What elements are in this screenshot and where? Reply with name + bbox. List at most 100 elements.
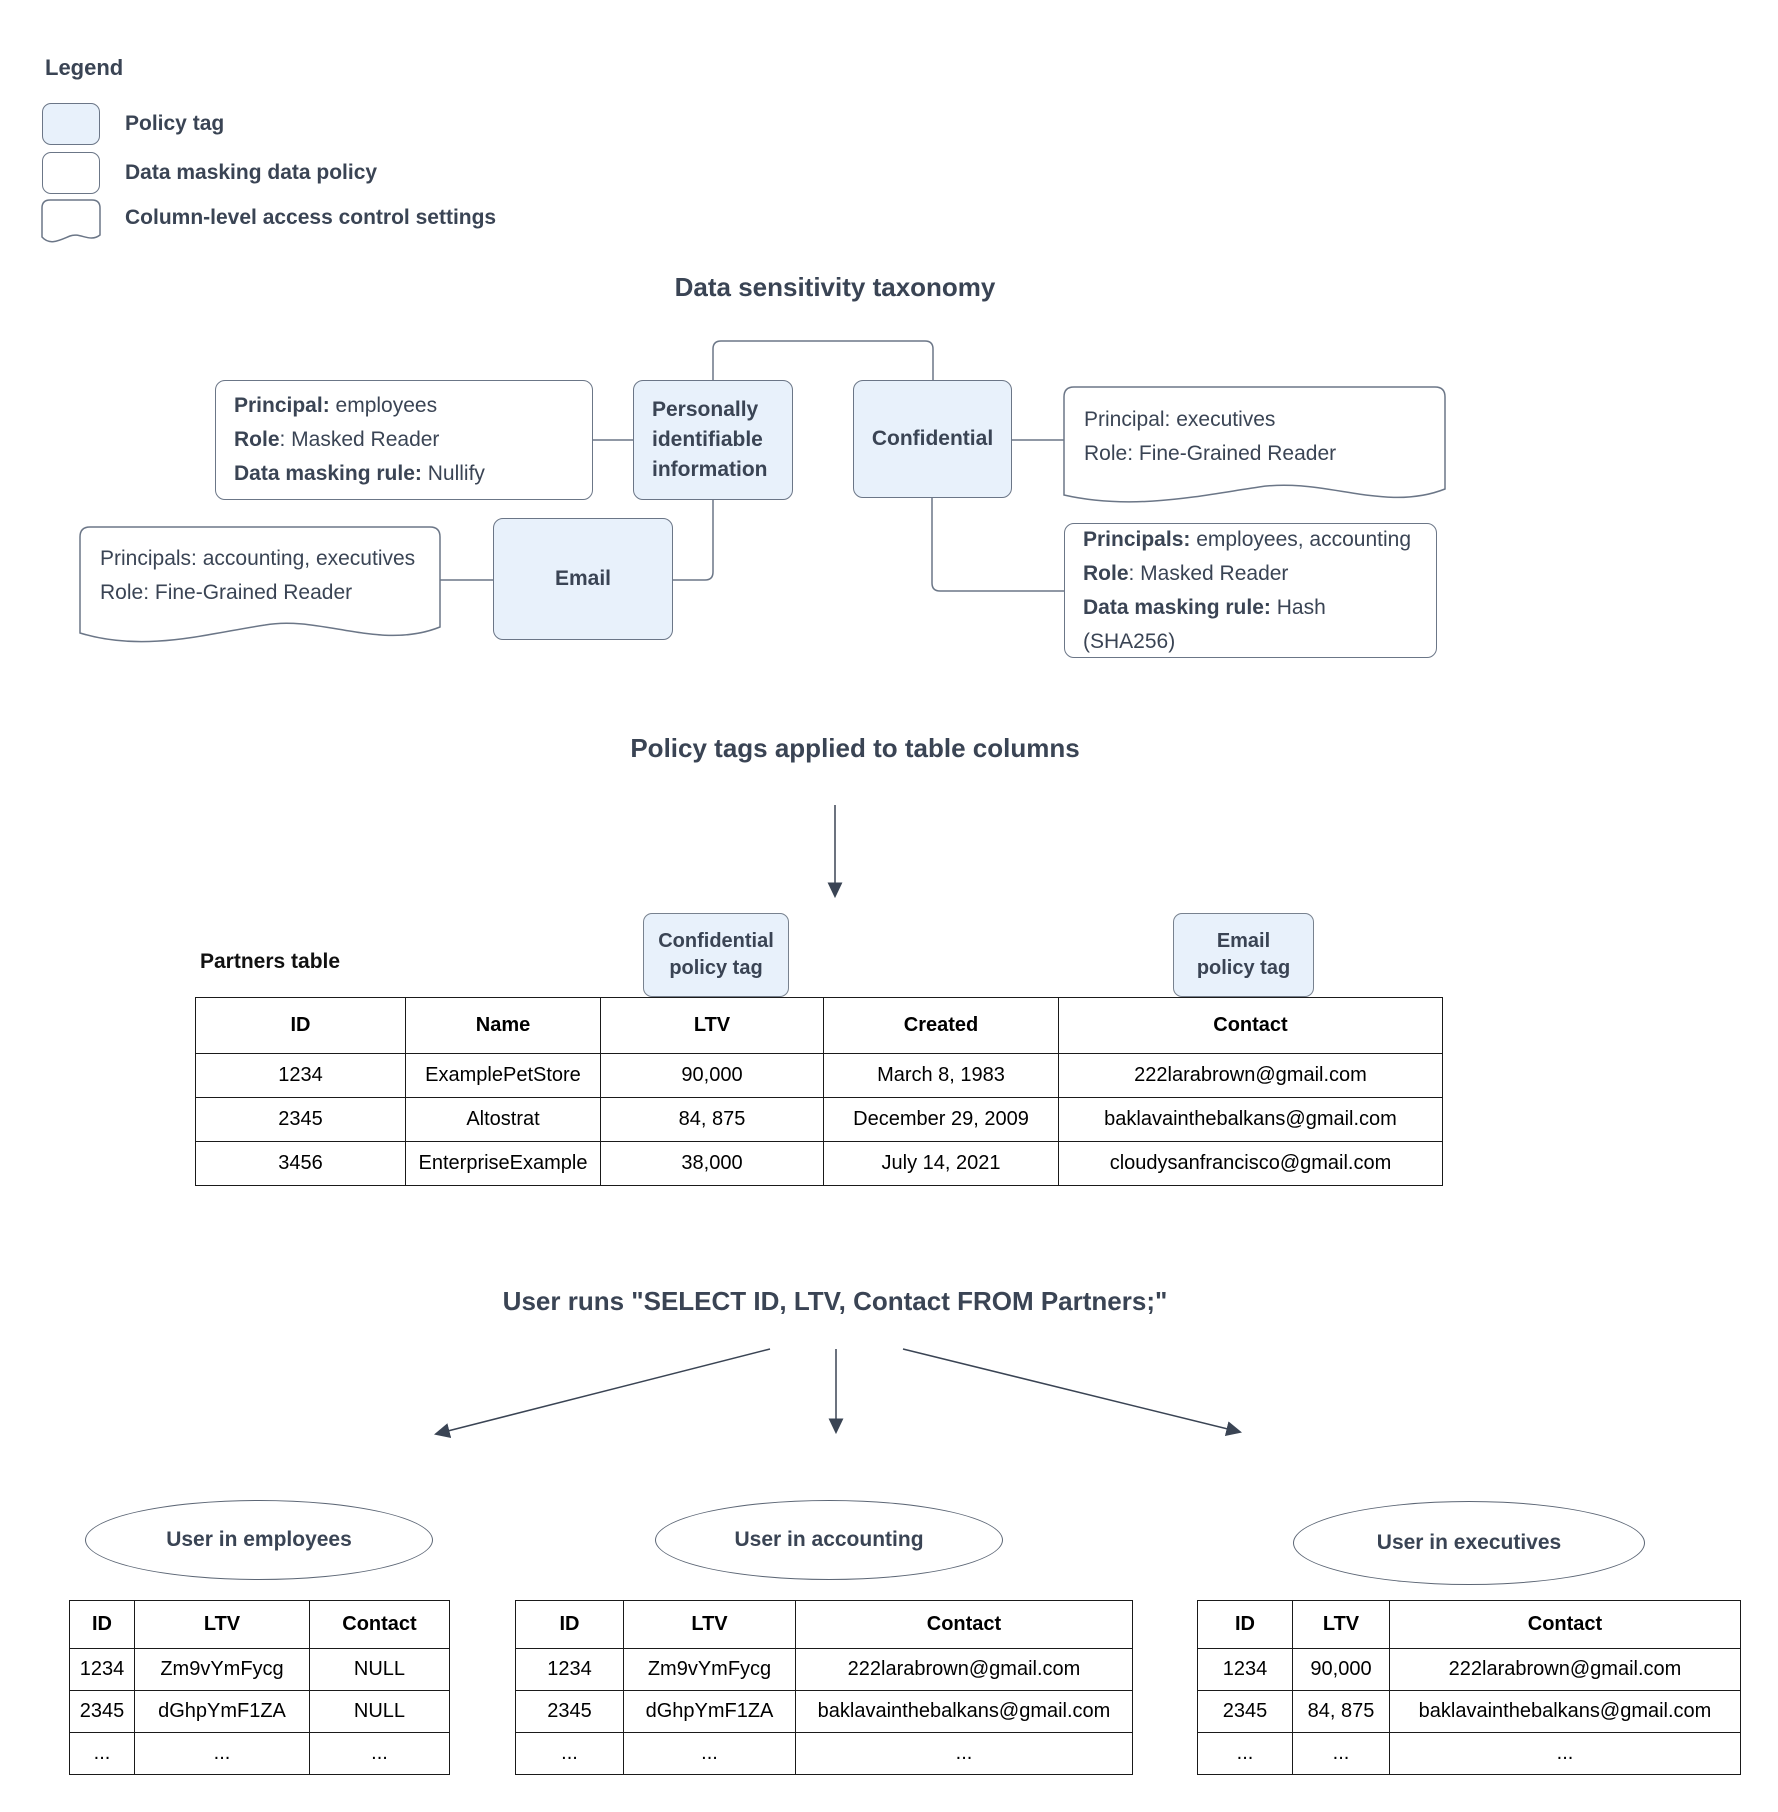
table-row: 1234 ExamplePetStore 90,000 March 8, 198… (195, 1053, 1443, 1098)
taxonomy-title: Data sensitivity taxonomy (674, 272, 996, 302)
table-cell: 1234 (515, 1648, 624, 1691)
policy-tag-swatch (42, 103, 100, 145)
tag-line: policy tag (1196, 957, 1291, 979)
table-row: ... ... ... (515, 1732, 1133, 1775)
table-cell: NULL (309, 1648, 450, 1691)
annotation-label: Principal: (234, 394, 330, 417)
user-employees-oval: User in employees (85, 1500, 433, 1580)
table-cell: 2345 (515, 1690, 624, 1733)
tree-bracket-connector (712, 340, 934, 380)
table-cell: 1234 (1197, 1648, 1293, 1691)
column-header: LTV (1292, 1600, 1390, 1649)
pii-policy-annotation: Principal: employees Role: Masked Reader… (215, 380, 593, 500)
annotation-line: Principals: employees, accounting (1083, 523, 1418, 557)
table-cell: ... (795, 1732, 1133, 1775)
table-cell: ... (69, 1732, 135, 1775)
accounting-result-table: ID LTV Contact 1234 Zm9vYmFycg 222larabr… (515, 1600, 1133, 1775)
tag-line: Email (1216, 930, 1271, 952)
email-pii-connector (673, 500, 714, 581)
annotation-line: Role: Masked Reader (1083, 557, 1418, 591)
annotation-label: Principals: (100, 547, 197, 570)
legend-item-access-control: Column-level access control settings (125, 206, 497, 229)
annotation-line: Principal: employees (234, 389, 574, 423)
table-cell: 222larabrown@gmail.com (1389, 1648, 1741, 1691)
table-cell: March 8, 1983 (823, 1053, 1059, 1098)
annotation-label: Principal: (1084, 408, 1171, 431)
query-title: User runs "SELECT ID, LTV, Contact FROM … (502, 1286, 1168, 1316)
table-cell: ... (515, 1732, 624, 1775)
annotation-label: Data masking rule: (1083, 595, 1271, 619)
annotation-line: Principal: executives (1084, 403, 1425, 437)
table-header-row: ID LTV Contact (515, 1600, 1133, 1649)
column-header: ID (1197, 1600, 1293, 1649)
table-cell: ExamplePetStore (405, 1053, 601, 1098)
table-row: 2345 dGhpYmF1ZA baklavainthebalkans@gmai… (515, 1690, 1133, 1733)
table-row: 3456 EnterpriseExample 38,000 July 14, 2… (195, 1141, 1443, 1186)
table-cell: 90,000 (1292, 1648, 1390, 1691)
document-shape (1063, 386, 1446, 503)
email-access-annotation: Principals: accounting, executives Role:… (79, 525, 441, 655)
table-cell: ... (1292, 1732, 1390, 1775)
annotation-value: Nullify (421, 462, 485, 485)
annotation-label: Data masking rule: (234, 462, 422, 485)
table-cell: ... (309, 1732, 450, 1775)
table-cell: Altostrat (405, 1097, 601, 1142)
annotation-label: Role (1083, 561, 1129, 585)
query-arrow-right (902, 1348, 1243, 1437)
table-row: 2345 dGhpYmF1ZA NULL (69, 1690, 450, 1733)
table-cell: 1234 (195, 1053, 406, 1098)
column-header: ID (515, 1600, 624, 1649)
table-cell: dGhpYmF1ZA (134, 1690, 310, 1733)
document-shape (41, 199, 101, 243)
table-cell: 84, 875 (600, 1097, 824, 1142)
table-header-row: ID Name LTV Created Contact (195, 997, 1443, 1054)
table-cell: ... (623, 1732, 796, 1775)
table-row: 2345 Altostrat 84, 875 December 29, 2009… (195, 1097, 1443, 1142)
column-header: Contact (795, 1600, 1133, 1649)
annotation-label: Role (1084, 442, 1128, 465)
table-cell: 2345 (1197, 1690, 1293, 1733)
table-cell: 1234 (69, 1648, 135, 1691)
column-header: LTV (623, 1600, 796, 1649)
confidential-policy-annotation: Principals: employees, accounting Role: … (1064, 523, 1437, 658)
table-cell: ... (1197, 1732, 1293, 1775)
query-arrow-left (434, 1348, 771, 1438)
table-cell: Zm9vYmFycg (623, 1648, 796, 1691)
table-cell: ... (1389, 1732, 1741, 1775)
table-cell: baklavainthebalkans@gmail.com (1058, 1097, 1443, 1142)
annotation-line: Principals: accounting, executives (100, 542, 420, 576)
column-header: Contact (1058, 997, 1443, 1054)
table-cell: 90,000 (600, 1053, 824, 1098)
confidential-access-annotation: Principal: executives Role: Fine-Grained… (1063, 385, 1446, 515)
annotation-label: Role (234, 428, 280, 451)
table-cell: 84, 875 (1292, 1690, 1390, 1733)
access-control-swatch (41, 198, 101, 246)
table-cell: ... (134, 1732, 310, 1775)
table-cell: 3456 (195, 1141, 406, 1186)
table-row: 2345 84, 875 baklavainthebalkans@gmail.c… (1197, 1690, 1741, 1733)
table-cell: EnterpriseExample (405, 1141, 601, 1186)
annotation-line: Data masking rule: Hash (SHA256) (1083, 591, 1418, 659)
table-row: 1234 Zm9vYmFycg 222larabrown@gmail.com (515, 1648, 1133, 1691)
confidential-policy-connector (931, 498, 1064, 592)
table-cell: July 14, 2021 (823, 1141, 1059, 1186)
annotation-value: Hash (SHA256) (1083, 595, 1326, 653)
annotation-value: accounting, executives (196, 547, 416, 570)
table-row: ... ... ... (69, 1732, 450, 1775)
annotation-value: : Fine-Grained Reader (1127, 442, 1337, 465)
email-node: Email (493, 518, 673, 640)
email-policy-tag: Email policy tag (1173, 913, 1314, 997)
annotation-value: : Masked Reader (279, 428, 440, 451)
column-header: ID (69, 1600, 135, 1649)
table-cell: 2345 (69, 1690, 135, 1733)
confidential-policy-tag: Confidential policy tag (643, 913, 789, 997)
table-cell: baklavainthebalkans@gmail.com (1389, 1690, 1741, 1733)
legend-item-policy-tag: Policy tag (125, 112, 225, 135)
table-cell: cloudysanfrancisco@gmail.com (1058, 1141, 1443, 1186)
pii-node: Personally identifiable information (633, 380, 793, 500)
column-header: Contact (1389, 1600, 1741, 1649)
table-row: ... ... ... (1197, 1732, 1741, 1775)
table-cell: 222larabrown@gmail.com (1058, 1053, 1443, 1098)
column-header: LTV (134, 1600, 310, 1649)
partners-table-label: Partners table (200, 950, 341, 973)
